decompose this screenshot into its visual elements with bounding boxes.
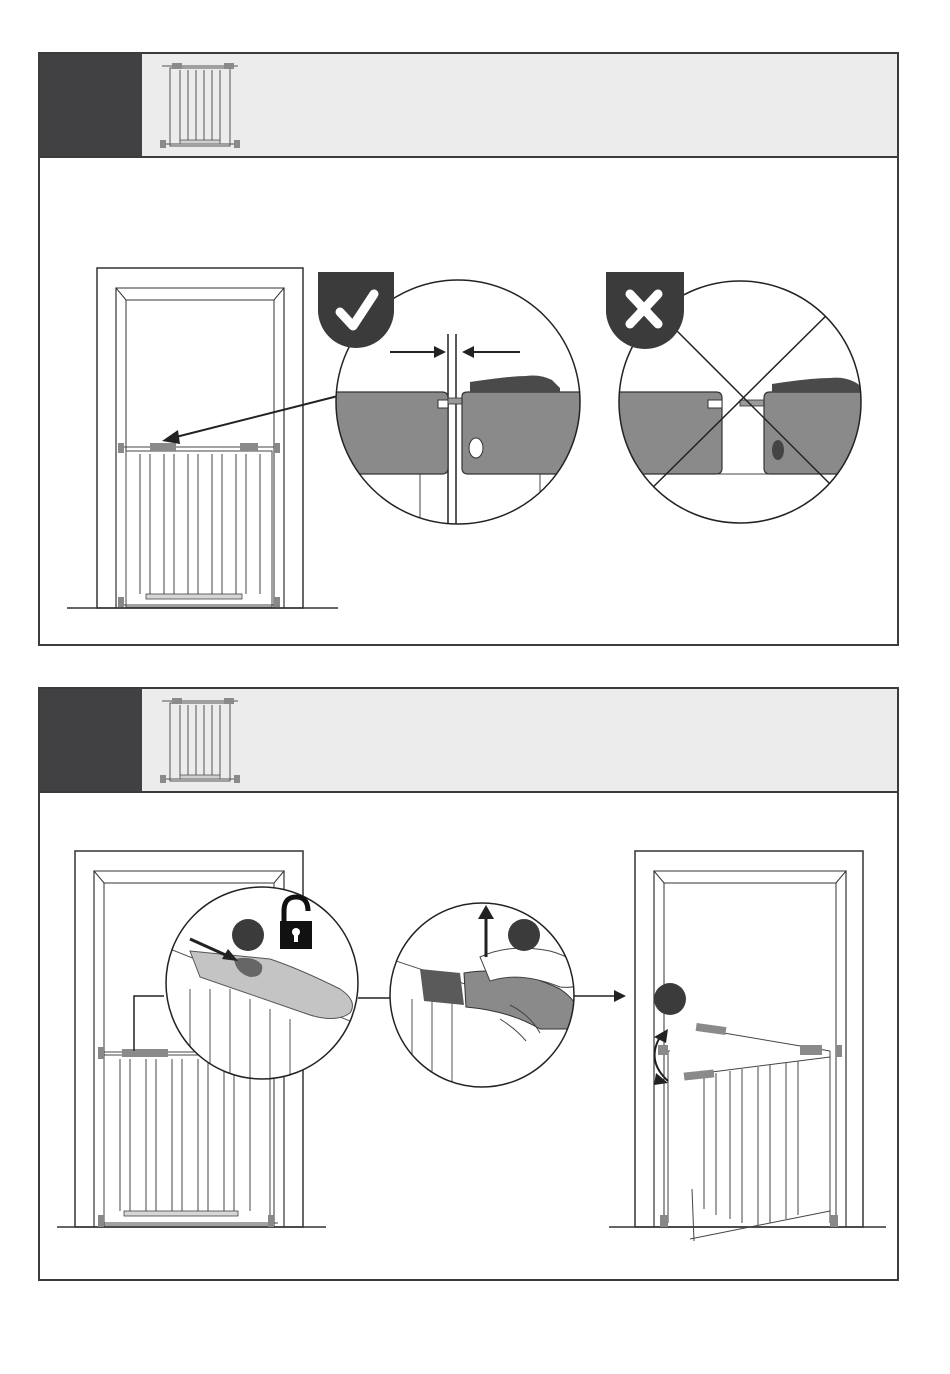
lift-handle-detail xyxy=(390,903,588,1089)
panel-2-illustration xyxy=(40,689,897,1279)
instruction-panel-2 xyxy=(38,687,899,1281)
panel-1-illustration xyxy=(40,54,897,644)
pointer-arrow xyxy=(574,990,626,1002)
instruction-panel-1 xyxy=(38,52,899,646)
cross-badge-icon xyxy=(606,272,684,349)
step-a-marker xyxy=(232,919,264,951)
doorway-gate-illustration xyxy=(67,268,338,608)
gate-opening-illustration xyxy=(609,851,886,1241)
step-c-marker xyxy=(654,983,686,1015)
step-b-marker xyxy=(508,919,540,951)
check-badge-icon xyxy=(318,272,394,348)
